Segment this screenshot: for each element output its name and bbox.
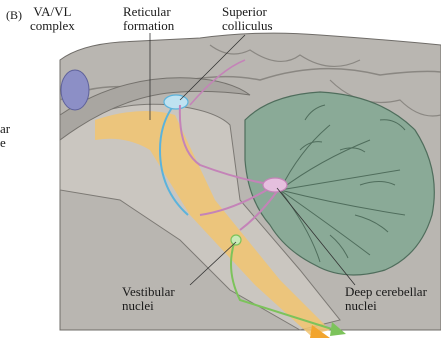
label-line: Superior xyxy=(222,5,273,19)
label-line: e xyxy=(0,136,10,150)
label-line: VA/VL xyxy=(30,5,75,19)
label-deep-cerebellar-nuclei: Deep cerebellar nuclei xyxy=(345,285,427,313)
label-line: Reticular xyxy=(123,5,174,19)
va-vl-complex-shape xyxy=(61,70,89,110)
label-line: Deep cerebellar xyxy=(345,285,427,299)
panel-letter: (B) xyxy=(6,8,22,22)
deep-cerebellar-nuclei-shape xyxy=(263,178,287,192)
label-reticular-formation: Reticular formation xyxy=(123,5,174,33)
label-cropped-left: ar e xyxy=(0,122,10,150)
label-superior-colliculus: Superior colliculus xyxy=(222,5,273,33)
label-line: complex xyxy=(30,19,75,33)
label-line: nuclei xyxy=(122,299,175,313)
vestibular-nuclei-shape xyxy=(231,235,241,245)
label-vestibular-nuclei: Vestibular nuclei xyxy=(122,285,175,313)
label-line: formation xyxy=(123,19,174,33)
label-line: nuclei xyxy=(345,299,427,313)
label-line: ar xyxy=(0,122,10,136)
superior-colliculus-shape xyxy=(164,95,188,109)
label-line: Vestibular xyxy=(122,285,175,299)
label-line: colliculus xyxy=(222,19,273,33)
label-va-vl-complex: VA/VL complex xyxy=(30,5,75,33)
